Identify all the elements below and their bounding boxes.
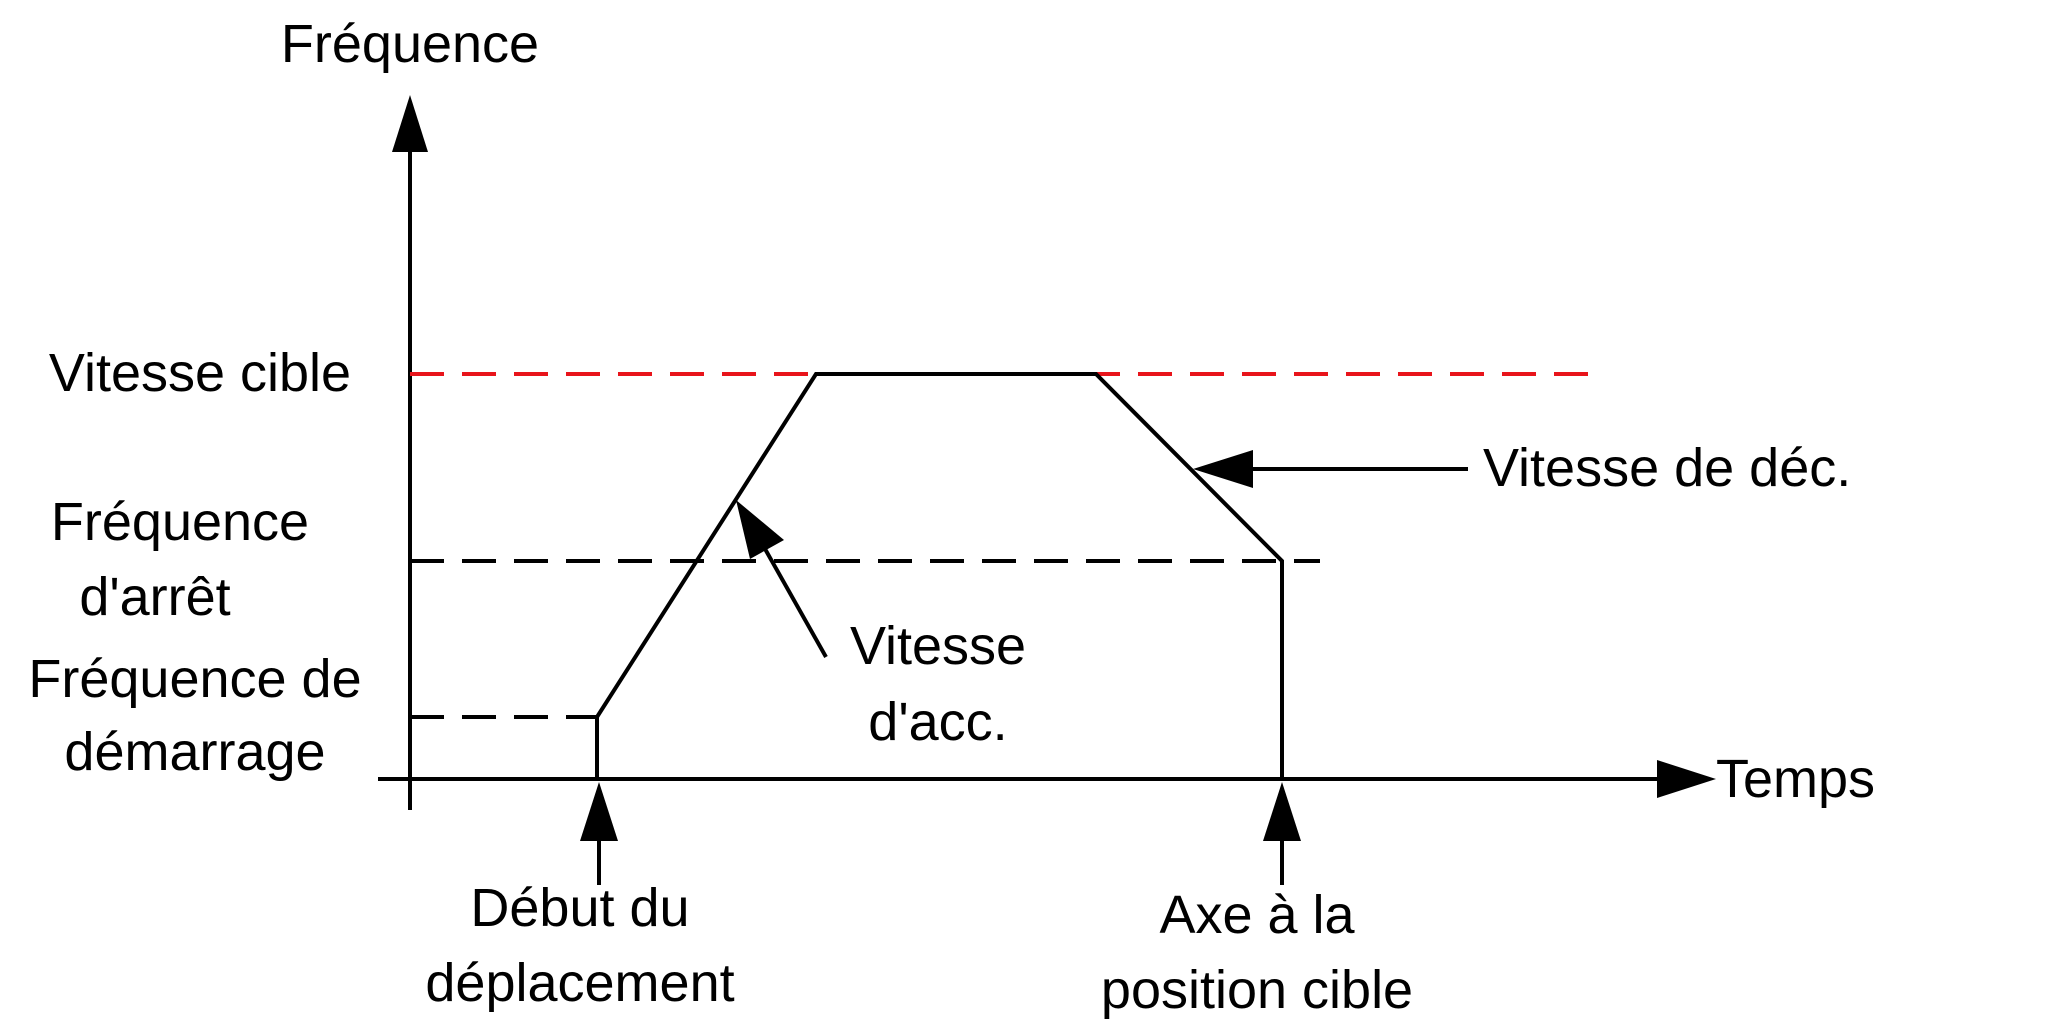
target-position-label-line2: position cible (1101, 960, 1413, 1020)
stop-frequency-label-line2: d'arrêt (79, 567, 230, 627)
x-axis-arrowhead (1657, 760, 1716, 798)
decel-pointer-arrowhead (1193, 450, 1253, 488)
start-move-label-line1: Début du (470, 878, 689, 938)
accel-pointer-arrowhead (736, 500, 784, 559)
start-frequency-label-line1: Fréquence de (28, 649, 361, 709)
target-position-label-line1: Axe à la (1159, 885, 1355, 945)
start-move-label-line2: déplacement (425, 953, 734, 1013)
x-axis-label: Temps (1716, 749, 1875, 809)
accel-label-line2: d'acc. (868, 692, 1007, 752)
y-axis-arrowhead (392, 95, 428, 152)
target-position-pointer-arrowhead (1263, 782, 1301, 841)
target-speed-label: Vitesse cible (49, 343, 351, 403)
start-move-pointer-arrowhead (580, 782, 618, 841)
y-axis-label: Fréquence (281, 14, 539, 74)
accel-pointer-line (758, 539, 828, 658)
stop-frequency-label-line1: Fréquence (51, 492, 309, 552)
speed-profile-curve (595, 372, 1284, 779)
start-frequency-label-line2: démarrage (64, 722, 325, 782)
accel-label-line1: Vitesse (850, 616, 1026, 676)
decel-label: Vitesse de déc. (1483, 438, 1851, 498)
